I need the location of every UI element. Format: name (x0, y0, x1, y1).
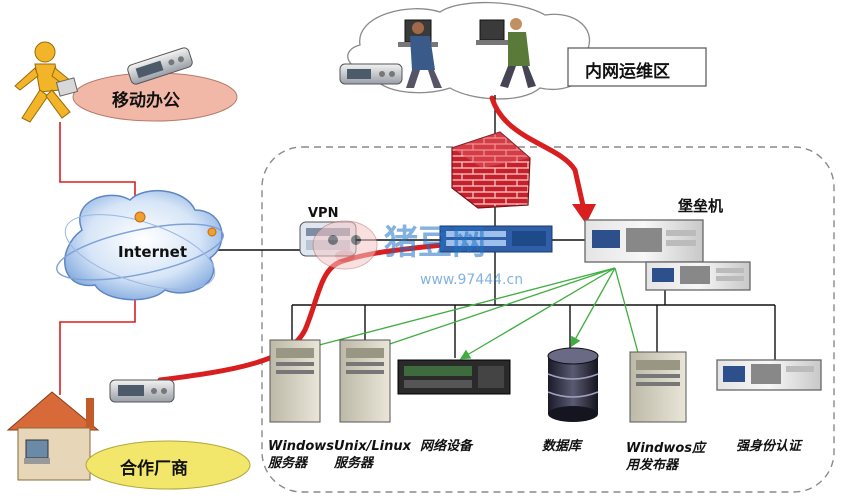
database-icon (547, 347, 599, 422)
firewall-icon (451, 131, 531, 209)
unix-server-label: Unix/Linux 服务器 (334, 438, 411, 472)
internal-ops-label: 内网运维区 (585, 62, 670, 82)
watermark-brand: 猪豆网 (384, 223, 486, 263)
strong-auth-device-icon (716, 359, 822, 391)
internal-ops-box (567, 47, 707, 87)
token-device-mobile (127, 47, 193, 85)
app-publisher-label-line1: Windwos应 (626, 441, 706, 456)
bastion-access-arrows (297, 267, 643, 363)
internet-cloud (56, 189, 224, 301)
app-publisher-label-line2: 用发布器 (626, 458, 679, 473)
network-device-label: 网络设备 (420, 439, 473, 454)
windows-server-icon (269, 339, 321, 423)
strong-auth-label: 强身份认证 (736, 439, 802, 454)
vpn-label: VPN (308, 206, 339, 221)
bastion-label: 堡垒机 (678, 197, 724, 215)
internet-label: Internet (118, 243, 188, 261)
windows-server-label: Windows 服务器 (268, 438, 334, 472)
ops-secure-path (489, 95, 587, 213)
unix-server-label-line2: 服务器 (334, 456, 374, 471)
partner-label: 合作厂商 (120, 459, 188, 479)
ops-secure-arrowhead (572, 204, 596, 224)
app-publisher-icon (629, 351, 687, 423)
bastion-primary-device (584, 219, 704, 263)
unix-server-icon (339, 339, 391, 423)
database-label: 数据库 (542, 439, 582, 454)
internet-to-partner-line (59, 290, 136, 395)
briefcase-icon (55, 77, 79, 97)
token-device-partner (109, 379, 175, 403)
token-device-ops (339, 63, 403, 85)
windows-server-label-line1: Windows (268, 439, 335, 454)
unix-server-label-line1: Unix/Linux (334, 439, 412, 454)
partner-ellipse (85, 440, 251, 490)
mobile-to-internet-line (59, 122, 136, 200)
network-device-icon (397, 359, 511, 395)
mobile-office-label: 移动办公 (112, 91, 180, 111)
watermark-mascot (312, 220, 378, 270)
ops-workers-figure (398, 18, 536, 88)
partner-house-icon (6, 391, 100, 481)
app-publisher-label: Windwos应 用发布器 (626, 440, 705, 474)
bastion-secondary-device (645, 261, 751, 291)
windows-server-label-line2: 服务器 (268, 456, 308, 471)
watermark-url: www.97444.cn (420, 272, 524, 288)
core-switch-icon (439, 225, 553, 253)
mobile-worker-figure (14, 41, 73, 123)
partner-secure-path (157, 231, 543, 383)
